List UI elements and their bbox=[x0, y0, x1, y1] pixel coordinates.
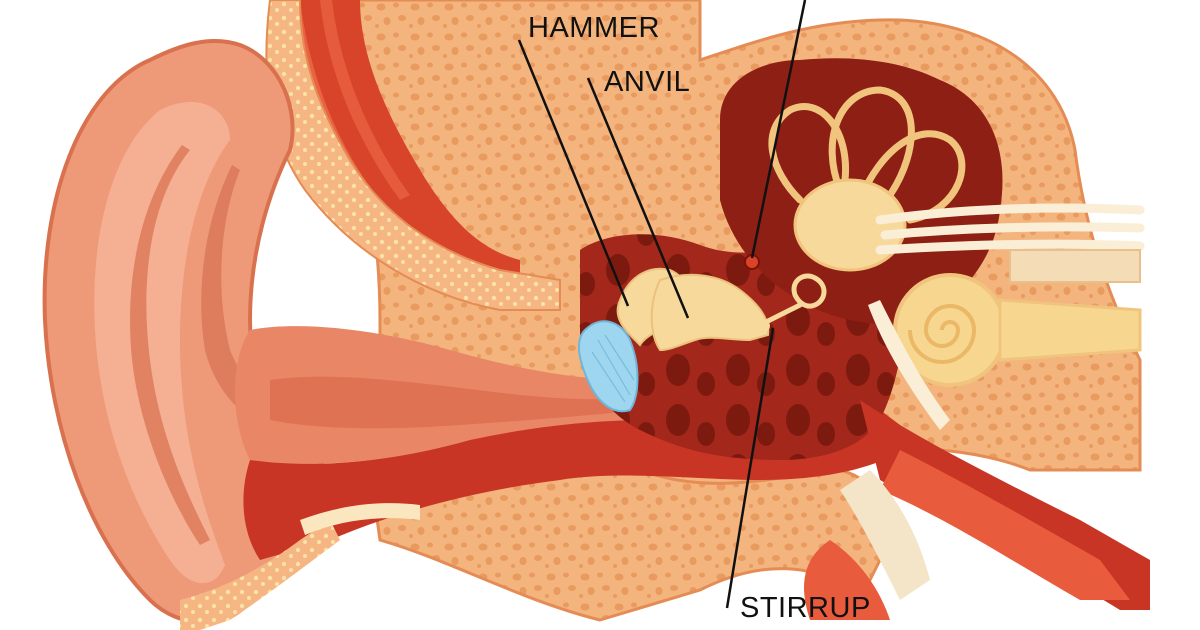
anvil-label: ANVIL bbox=[604, 66, 691, 98]
semicircular-canals bbox=[768, 86, 966, 224]
upper-muscle bbox=[270, 0, 520, 300]
tube-muscle bbox=[880, 450, 1130, 600]
lower-cartilage bbox=[180, 520, 340, 630]
nerve-bundle bbox=[1009, 249, 1141, 283]
top-leader bbox=[750, 0, 807, 259]
pinna-fold bbox=[94, 101, 231, 584]
cochlea bbox=[893, 273, 1142, 387]
stirrup-leader bbox=[725, 327, 775, 609]
leader-lines bbox=[517, 0, 807, 609]
auditory-nerve bbox=[875, 203, 1145, 255]
anvil-leader bbox=[586, 77, 690, 319]
anvil-bone bbox=[650, 273, 770, 352]
vestibule bbox=[793, 178, 907, 272]
stirrup-label: STIRRUP bbox=[740, 592, 871, 624]
hammer-leader bbox=[517, 39, 630, 307]
eardrum bbox=[578, 320, 639, 413]
pinna-ridge bbox=[130, 145, 210, 545]
hammer-label: HAMMER bbox=[528, 12, 660, 44]
